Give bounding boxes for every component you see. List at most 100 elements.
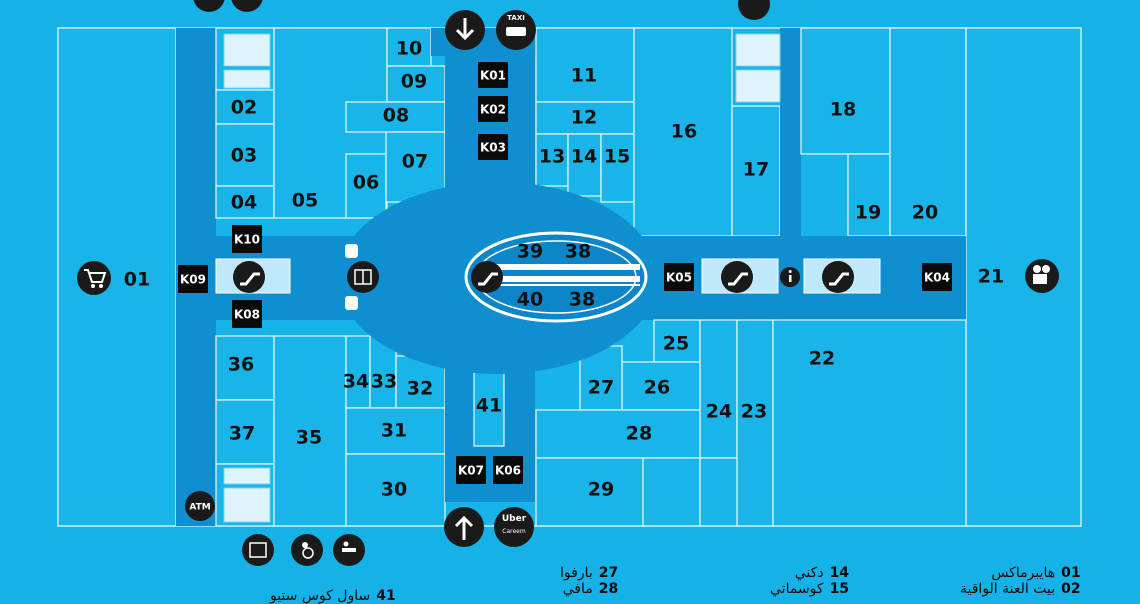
- svg-text:K09: K09: [180, 273, 206, 287]
- unit-18[interactable]: [800, 27, 891, 155]
- label-unit-09: 09: [401, 71, 427, 93]
- unit-22[interactable]: [772, 319, 967, 527]
- label-unit-03: 03: [231, 145, 257, 167]
- unit-23[interactable]: [736, 319, 774, 527]
- kiosk-k10[interactable]: [232, 225, 262, 253]
- elevator-icon[interactable]: [347, 261, 379, 293]
- label-unit-12: 12: [571, 107, 597, 129]
- label-unit-40: 40: [517, 289, 543, 311]
- unit-28[interactable]: [535, 409, 701, 459]
- label-unit-10: 10: [396, 38, 422, 60]
- cinema-icon[interactable]: [1025, 259, 1059, 293]
- unit-24[interactable]: [699, 319, 738, 459]
- svg-text:ATM: ATM: [189, 503, 210, 513]
- kiosk-k04[interactable]: [922, 263, 952, 291]
- elevator-icon[interactable]: [242, 534, 274, 566]
- exit-arrow-down-icon[interactable]: [445, 10, 485, 50]
- legend-col-1: 01هايبرماكس 02بيت العنة الواقية: [960, 565, 1081, 597]
- unit-35[interactable]: [273, 335, 347, 527]
- unit-30[interactable]: [345, 453, 446, 527]
- unit-09[interactable]: [386, 65, 446, 103]
- label-unit-04: 04: [231, 192, 257, 214]
- unit-04[interactable]: [215, 185, 275, 219]
- label-unit-01: 01: [124, 269, 150, 291]
- legend-col-4: 41ساول كوس ستيو: [270, 588, 396, 604]
- unit-21[interactable]: [965, 27, 1082, 527]
- kiosk-k08[interactable]: [232, 300, 262, 328]
- label-unit-06: 06: [353, 172, 379, 194]
- label-unit-22: 22: [809, 348, 835, 370]
- label-unit-23: 23: [741, 401, 767, 423]
- atm-icon[interactable]: ATM: [185, 491, 215, 521]
- legend-col-2: 14دكني 15كوسماتي: [770, 565, 850, 597]
- svg-text:K10: K10: [234, 233, 260, 247]
- info-icon[interactable]: [780, 267, 800, 287]
- unit-20[interactable]: [889, 27, 967, 237]
- unit-29[interactable]: [535, 457, 644, 527]
- label-unit-27: 27: [588, 377, 614, 399]
- label-unit-07: 07: [402, 151, 428, 173]
- label-unit-39: 39: [517, 241, 543, 263]
- label-unit-35: 35: [296, 427, 322, 449]
- svg-text:K01: K01: [480, 69, 506, 83]
- svg-text:Uber: Uber: [502, 514, 527, 524]
- escalator-icon[interactable]: [233, 261, 265, 293]
- label-unit-05: 05: [292, 190, 318, 212]
- svg-text:K05: K05: [666, 271, 692, 285]
- unit-11[interactable]: [535, 27, 635, 103]
- unit-17[interactable]: [731, 105, 781, 237]
- unit-08[interactable]: [345, 101, 446, 133]
- label-unit-38-top: 38: [565, 241, 591, 263]
- label-unit-21: 21: [978, 266, 1004, 288]
- label-unit-37: 37: [229, 423, 255, 445]
- unit-15[interactable]: [600, 133, 635, 203]
- shopping-cart-icon[interactable]: [77, 261, 111, 295]
- accessible-wc-icon[interactable]: [291, 534, 323, 566]
- legend-col-3: 27بارفوا 28مافي: [560, 565, 619, 597]
- entrance-arrow-up-icon[interactable]: [444, 507, 484, 547]
- escalator-icon[interactable]: [721, 261, 753, 293]
- kiosk-k01[interactable]: [478, 62, 508, 88]
- unit-19[interactable]: [847, 153, 891, 237]
- svg-text:K07: K07: [458, 464, 484, 478]
- label-unit-15: 15: [604, 146, 630, 168]
- svg-text:K04: K04: [924, 271, 950, 285]
- svg-text:K06: K06: [495, 464, 521, 478]
- unit-12[interactable]: [535, 101, 635, 135]
- label-unit-18: 18: [830, 99, 856, 121]
- kiosk-k05[interactable]: [664, 263, 694, 291]
- unit-01[interactable]: [57, 27, 177, 527]
- label-unit-13: 13: [539, 146, 565, 168]
- label-unit-14: 14: [571, 146, 597, 168]
- label-unit-31: 31: [381, 420, 407, 442]
- uber-careem-icon[interactable]: Uber Careem: [494, 507, 534, 547]
- svg-text:K08: K08: [234, 308, 260, 322]
- unit-06[interactable]: [345, 153, 387, 219]
- kiosk-k07[interactable]: [456, 456, 486, 484]
- label-unit-17: 17: [743, 159, 769, 181]
- unit-02[interactable]: [215, 89, 275, 125]
- label-unit-33: 33: [371, 371, 397, 393]
- label-unit-08: 08: [383, 105, 409, 127]
- taxi-icon[interactable]: TAXI: [496, 10, 536, 50]
- svg-text:Careem: Careem: [502, 528, 526, 535]
- unit-37[interactable]: [215, 399, 275, 465]
- kiosk-k03[interactable]: [478, 134, 508, 160]
- label-unit-16: 16: [671, 121, 697, 143]
- wc-icon[interactable]: [193, 0, 263, 12]
- label-unit-25: 25: [663, 333, 689, 355]
- escalator-icon[interactable]: [822, 261, 854, 293]
- kiosk-k06[interactable]: [493, 456, 523, 484]
- unit-25[interactable]: [653, 319, 701, 363]
- label-unit-30: 30: [381, 479, 407, 501]
- unit-13[interactable]: [535, 133, 569, 187]
- kiosk-k09[interactable]: [178, 265, 208, 293]
- toilets-icon[interactable]: [738, 0, 770, 20]
- label-unit-32: 32: [407, 378, 433, 400]
- svg-text:TAXI: TAXI: [507, 14, 525, 22]
- escalator-icon[interactable]: [471, 261, 503, 293]
- label-unit-29: 29: [588, 479, 614, 501]
- baby-change-icon[interactable]: [333, 534, 365, 566]
- kiosk-k02[interactable]: [478, 96, 508, 122]
